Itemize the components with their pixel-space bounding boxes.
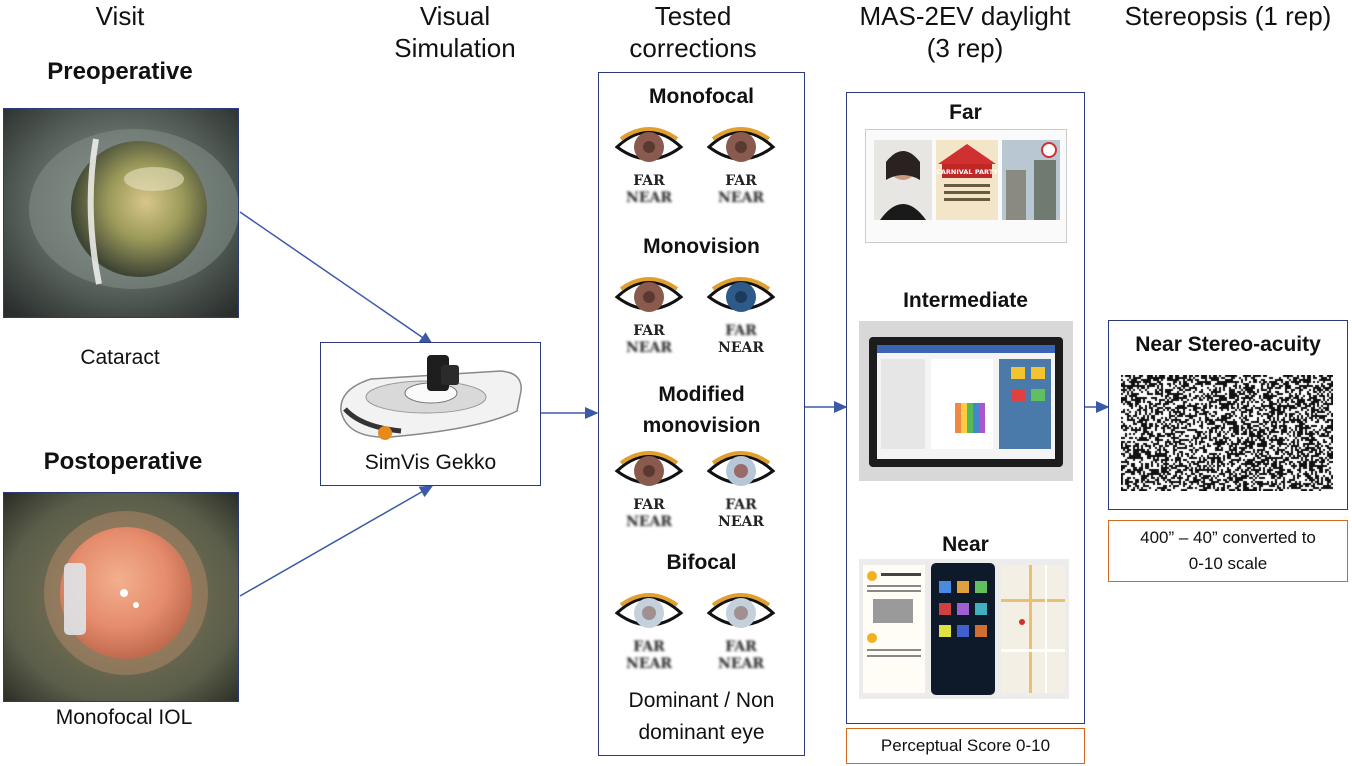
bifocal-dominant-near: NEAR (626, 656, 672, 672)
monofocal-iol-label: Monofocal IOL (55, 706, 193, 729)
simvis-device-image (340, 355, 522, 440)
mas-box: Far CARNIVAL PARTY Intermediate (846, 92, 1085, 724)
header-stereopsis: Stereopsis (1 rep) (1124, 1, 1332, 31)
dominant-eye-footer: Dominant / Non dominant eye (628, 689, 775, 744)
monofocal-title: Monofocal (649, 85, 754, 108)
monovision-dominant-near: NEAR (626, 340, 672, 356)
near-target-images (859, 559, 1069, 699)
monofocal-nondominant-far: FAR (725, 173, 757, 189)
monofocal-dominant-far: FAR (633, 173, 665, 189)
bifocal-title: Bifocal (666, 551, 737, 574)
bifocal-eye-dominant: FAR NEAR (613, 587, 685, 673)
mas-near-title: Near (942, 533, 989, 556)
header-visit: Visit (95, 1, 145, 31)
mas-far-title: Far (949, 101, 982, 124)
stereo-box: Near Stereo-acuity (1108, 320, 1348, 510)
poster-title: CARNIVAL PARTY (936, 168, 998, 176)
simvis-label: SimVis Gekko (364, 451, 497, 474)
modified-nondominant-near: NEAR (718, 514, 764, 530)
header-mas: MAS-2EV daylight (3 rep) (859, 1, 1071, 63)
bifocal-nondominant-far: FAR (725, 639, 757, 655)
simulator-box: SimVis Gekko (320, 342, 541, 486)
cataract-eye-image (3, 108, 239, 318)
monofocal-eye-nondominant: FAR NEAR (705, 121, 777, 207)
monofocal-dominant-near: NEAR (626, 190, 672, 206)
header-tested-corrections: Tested corrections (629, 1, 757, 63)
monovision-eye-dominant: FAR NEAR (613, 271, 685, 357)
modified-nondominant-far: FAR (725, 497, 757, 513)
perceptual-score-box: Perceptual Score 0-10 (846, 728, 1085, 764)
bifocal-eye-nondominant: FAR NEAR (705, 587, 777, 673)
postoperative-title: Postoperative (43, 448, 203, 475)
bifocal-nondominant-near: NEAR (718, 656, 764, 672)
modified-monovision-eye-nondominant: FAR NEAR (705, 445, 777, 531)
monovision-title: Monovision (643, 235, 760, 258)
stereo-title: Near Stereo-acuity (1135, 333, 1321, 356)
bifocal-dominant-far: FAR (633, 639, 665, 655)
corrections-box: Monofocal FAR NEAR FAR NEAR Monovision F… (598, 72, 805, 756)
header-visual-simulation: Visual Simulation (394, 1, 516, 63)
cataract-label: Cataract (80, 346, 160, 369)
modified-dominant-near: NEAR (626, 514, 672, 530)
modified-monovision-eye-dominant: FAR NEAR (613, 445, 685, 531)
random-dot-stereogram (1121, 375, 1333, 491)
far-target-images: CARNIVAL PARTY (865, 129, 1067, 243)
monofocal-nondominant-near: NEAR (718, 190, 764, 206)
iol-eye-image (3, 492, 239, 702)
monovision-eye-nondominant: FAR NEAR (705, 271, 777, 357)
stereo-scale-box: 400” – 40” converted to 0-10 scale (1108, 520, 1348, 582)
modified-monovision-title: Modified monovision (642, 383, 761, 437)
monofocal-eye-dominant: FAR NEAR (613, 121, 685, 207)
monovision-nondominant-far: FAR (725, 323, 757, 339)
intermediate-target-image (859, 321, 1073, 481)
monovision-nondominant-near: NEAR (718, 340, 764, 356)
mas-intermediate-title: Intermediate (903, 289, 1028, 312)
monovision-dominant-far: FAR (633, 323, 665, 339)
preoperative-title: Preoperative (47, 58, 193, 85)
modified-dominant-far: FAR (633, 497, 665, 513)
